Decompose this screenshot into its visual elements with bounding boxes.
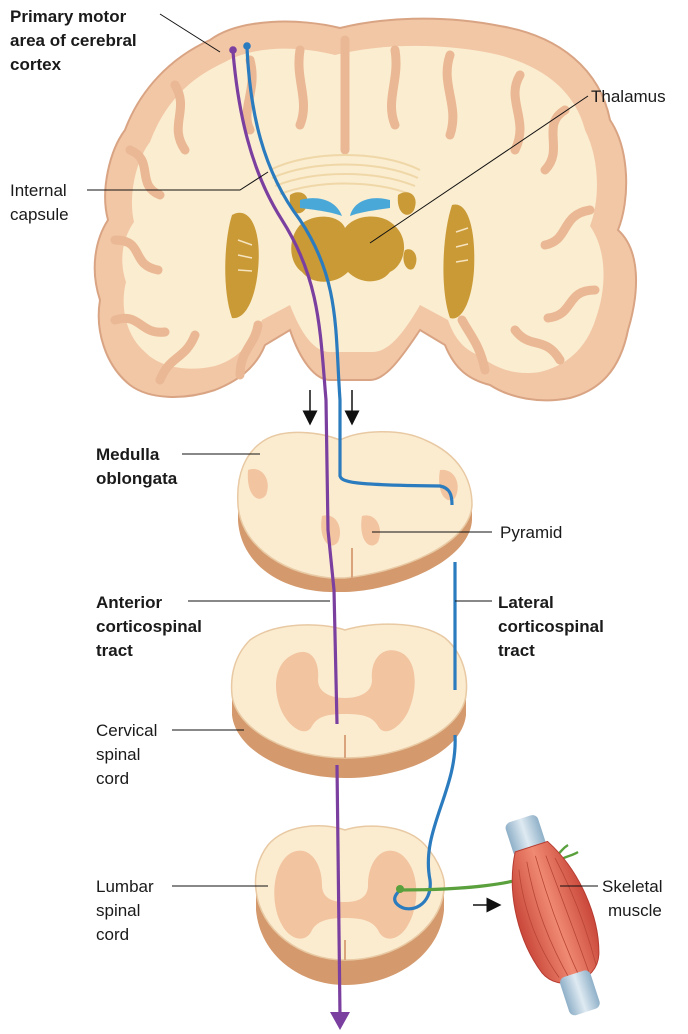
anterior-pathway-arrowhead	[330, 1012, 350, 1030]
brain-coronal-section	[95, 19, 636, 401]
label-lumbar: Lumbar spinal cord	[96, 877, 158, 944]
label-primary-motor: Primary motor area of cerebral cortex	[10, 7, 141, 74]
label-pyramid: Pyramid	[500, 523, 562, 542]
motor-neuron-body	[396, 885, 404, 893]
lumbar-spinal-cord	[256, 826, 445, 985]
label-internal-capsule: Internal capsule	[10, 181, 71, 224]
medulla-section	[238, 432, 472, 592]
label-cervical: Cervical spinal cord	[96, 721, 162, 788]
skeletal-muscle-figure	[488, 807, 621, 1024]
label-medulla: Medulla oblongata	[96, 445, 178, 488]
leader-primary-motor	[160, 14, 220, 52]
lateral-pathway-origin	[243, 42, 251, 50]
label-thalamus: Thalamus	[591, 87, 666, 106]
anterior-pathway-origin	[229, 46, 237, 54]
cervical-spinal-cord	[232, 624, 467, 778]
label-lateral-tract: Lateral corticospinal tract	[498, 593, 609, 660]
label-anterior-tract: Anterior corticospinal tract	[96, 593, 207, 660]
label-skeletal-muscle: Skeletal muscle	[602, 877, 667, 920]
